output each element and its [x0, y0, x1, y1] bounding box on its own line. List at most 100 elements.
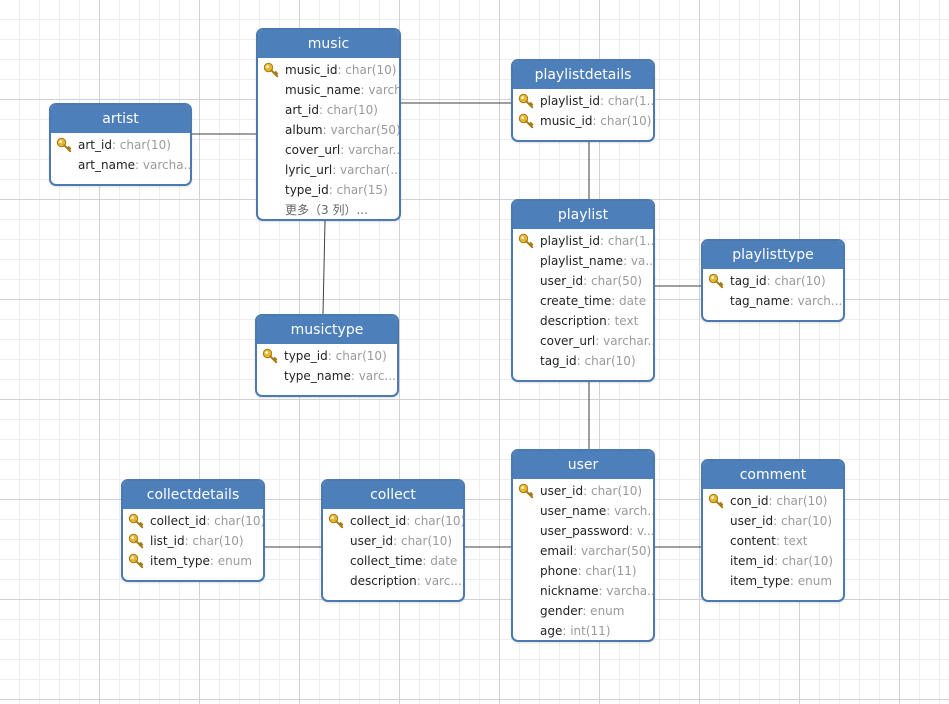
field-type: : varcha... [360, 83, 399, 97]
field-row[interactable]: type_name: varc... [257, 366, 397, 386]
field-row[interactable]: lyric_url: varchar(... [258, 160, 399, 180]
primary-key-icon [128, 513, 144, 529]
field-name: tag_name [730, 294, 790, 308]
field-type: : char(1... [599, 234, 653, 248]
field-name: collect_id [150, 514, 207, 528]
field-list: user_id: char(10)user_name: varch...user… [513, 479, 653, 640]
field-row[interactable]: art_name: varcha... [51, 155, 190, 175]
entity-musictype[interactable]: musictype type_id: char(10)type_name: va… [255, 314, 399, 397]
field-row[interactable]: content: text [703, 531, 843, 551]
field-type: : varchar(50) [322, 123, 399, 137]
field-row[interactable]: item_type: enum [703, 571, 843, 591]
field-name: art_id [285, 103, 319, 117]
field-row[interactable]: music_name: varcha... [258, 80, 399, 100]
field-row[interactable]: art_id: char(10) [51, 135, 190, 155]
field-list: type_id: char(10)type_name: varc... [257, 344, 397, 386]
entity-title: playlisttype [703, 241, 843, 269]
field-row[interactable]: create_time: date [513, 291, 653, 311]
more-columns-link[interactable]: 更多（3 列）... [285, 203, 368, 217]
entity-music[interactable]: music music_id: char(10)music_name: varc… [256, 28, 401, 221]
field-name: gender [540, 604, 583, 618]
entity-title: collect [323, 481, 463, 509]
field-row[interactable]: type_id: char(10) [257, 346, 397, 366]
field-row[interactable]: type_id: char(15) [258, 180, 399, 200]
field-row[interactable]: description: text [513, 311, 653, 331]
field-row[interactable]: user_password: v... [513, 521, 653, 541]
entity-user[interactable]: user user_id: char(10)user_name: varch..… [511, 449, 655, 642]
field-row[interactable]: user_id: char(10) [703, 511, 843, 531]
field-row[interactable]: nickname: varcha... [513, 581, 653, 601]
entity-title: playlist [513, 201, 653, 229]
field-name: type_name [284, 369, 351, 383]
primary-key-icon [263, 62, 279, 78]
field-name: cover_url [285, 143, 341, 157]
field-name: description [350, 574, 417, 588]
field-name: item_type [150, 554, 210, 568]
field-row[interactable]: playlist_id: char(1... [513, 91, 653, 111]
entity-collect[interactable]: collect collect_id: char(10)user_id: cha… [321, 479, 465, 602]
field-row[interactable]: collect_id: char(10) [323, 511, 463, 531]
field-type: : date [611, 294, 647, 308]
primary-key-icon [56, 137, 72, 153]
field-type: : char(10) [592, 114, 652, 128]
entity-collectdetails[interactable]: collectdetails collect_id: char(10)list_… [121, 479, 265, 582]
entity-playlistdetails[interactable]: playlistdetails playlist_id: char(1...mu… [511, 59, 655, 142]
entity-playlisttype[interactable]: playlisttype tag_id: char(10)tag_name: v… [701, 239, 845, 322]
entity-title: music [258, 30, 399, 58]
field-row[interactable]: art_id: char(10) [258, 100, 399, 120]
entity-comment[interactable]: comment con_id: char(10)user_id: char(10… [701, 459, 845, 602]
field-row[interactable]: music_id: char(10) [258, 60, 399, 80]
field-list: playlist_id: char(1...playlist_name: va.… [513, 229, 653, 371]
field-row[interactable]: collect_time: date [323, 551, 463, 571]
field-row[interactable]: list_id: char(10) [123, 531, 263, 551]
field-row[interactable]: phone: char(11) [513, 561, 653, 581]
field-type: : char(50) [583, 274, 643, 288]
entity-title: comment [703, 461, 843, 489]
field-row[interactable]: collect_id: char(10) [123, 511, 263, 531]
field-row[interactable]: user_id: char(10) [513, 481, 653, 501]
field-row[interactable]: playlist_name: va... [513, 251, 653, 271]
field-type: : varchar... [595, 334, 653, 348]
field-type: : enum [209, 554, 253, 568]
field-type: : char(10) [583, 484, 643, 498]
field-row[interactable]: item_type: enum [123, 551, 263, 571]
field-name: playlist_id [540, 234, 600, 248]
field-name: album [285, 123, 323, 137]
primary-key-icon [262, 348, 278, 364]
field-row[interactable]: email: varchar(50) [513, 541, 653, 561]
field-row[interactable]: item_id: char(10) [703, 551, 843, 571]
field-row[interactable]: user_name: varch... [513, 501, 653, 521]
field-name: item_type [730, 574, 790, 588]
field-type: : char(11) [577, 564, 637, 578]
field-row[interactable]: cover_url: varchar... [513, 331, 653, 351]
field-row[interactable]: tag_id: char(10) [513, 351, 653, 371]
field-type: : enum [582, 604, 625, 618]
entity-artist[interactable]: artist art_id: char(10)art_name: varcha.… [49, 103, 192, 186]
field-row[interactable]: gender: enum [513, 601, 653, 621]
field-list: music_id: char(10)music_name: varcha...a… [258, 58, 399, 219]
field-row[interactable]: con_id: char(10) [703, 491, 843, 511]
field-name: user_name [540, 504, 607, 518]
primary-key-icon [128, 553, 144, 569]
entity-title: playlistdetails [513, 61, 653, 89]
field-row[interactable]: tag_id: char(10) [703, 271, 843, 291]
primary-key-icon [708, 273, 724, 289]
field-row[interactable]: tag_name: varch... [703, 291, 843, 311]
field-row[interactable]: playlist_id: char(1... [513, 231, 653, 251]
field-name: nickname [540, 584, 599, 598]
field-row[interactable]: user_id: char(50) [513, 271, 653, 291]
field-row[interactable]: cover_url: varchar... [258, 140, 399, 160]
field-type: : text [606, 314, 639, 328]
entity-title: user [513, 451, 653, 479]
primary-key-icon [328, 513, 344, 529]
field-type: : char(10) [327, 349, 387, 363]
field-row[interactable]: description: varc... [323, 571, 463, 591]
field-row[interactable]: music_id: char(10) [513, 111, 653, 131]
entity-playlist[interactable]: playlist playlist_id: char(1...playlist_… [511, 199, 655, 382]
field-name: collect_time [350, 554, 423, 568]
field-name: type_id [284, 349, 328, 363]
field-type: : char(15) [328, 183, 388, 197]
field-row[interactable]: user_id: char(10) [323, 531, 463, 551]
field-row[interactable]: album: varchar(50) [258, 120, 399, 140]
field-row[interactable]: age: int(11) [513, 621, 653, 640]
